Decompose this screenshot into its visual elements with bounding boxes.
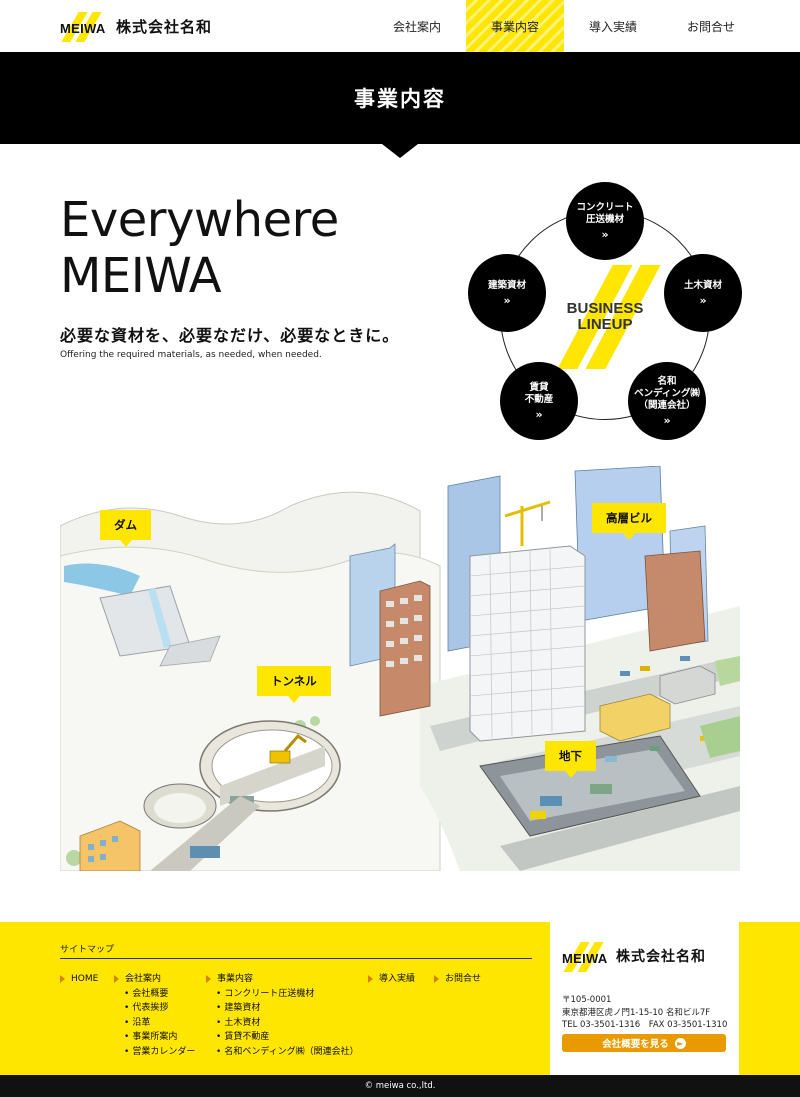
sitemap-results-link[interactable]: 導入実績 bbox=[368, 972, 415, 987]
city-illustration: ダム トンネル 高層ビル 地下 bbox=[60, 466, 740, 871]
lineup-label: 圧送機材 bbox=[585, 213, 624, 225]
sitemap-divider bbox=[60, 958, 532, 959]
lineup-building-materials[interactable]: 建築資材 » bbox=[468, 254, 546, 332]
site-logo[interactable]: MEIWA 株式会社名和 bbox=[60, 12, 213, 42]
sitemap-greeting[interactable]: 代表挨拶 bbox=[114, 1001, 195, 1016]
tag-underground[interactable]: 地下 bbox=[545, 741, 596, 778]
sitemap-vending[interactable]: 名和ベンディング㈱（関連会社） bbox=[206, 1045, 358, 1060]
tel-fax: TEL 03-3501-1316 FAX 03-3501-1310 bbox=[562, 1020, 728, 1030]
sitemap-col-company: 会社案内 会社概要 代表挨拶 沿革 事業所案内 営業カレンダー bbox=[114, 972, 195, 1059]
lineup-concrete-pumping[interactable]: コンクリート 圧送機材 » bbox=[566, 182, 644, 260]
lineup-label: （関連会社） bbox=[638, 399, 696, 411]
sitemap-realestate[interactable]: 賃貸不動産 bbox=[206, 1030, 359, 1045]
lineup-label: 建築資材 bbox=[487, 279, 526, 291]
chevron-right-icon: » bbox=[699, 293, 707, 307]
site-header: MEIWA 株式会社名和 会社案内 事業内容 導入実績 お問合せ bbox=[0, 0, 800, 52]
sitemap-col-results: 導入実績 bbox=[368, 972, 415, 987]
street-address: 東京都港区虎ノ門1-15-10 名和ビル7F bbox=[562, 1007, 711, 1018]
footer-address: 〒105-0001 東京都港区虎ノ門1-15-10 名和ビル7F TEL 03-… bbox=[562, 994, 727, 1032]
lineup-label: コンクリート bbox=[576, 201, 634, 213]
footer-logo[interactable]: MEIWA 株式会社名和 bbox=[562, 942, 706, 972]
site-footer: サイトマップ HOME 会社案内 会社概要 代表挨拶 沿革 事業所案内 営業カレ… bbox=[0, 922, 800, 1075]
chevron-right-icon: » bbox=[503, 293, 511, 307]
city-illustration-art bbox=[60, 466, 740, 871]
business-lineup: BUSINESS LINEUP コンクリート 圧送機材 » 土木資材 » 名和 … bbox=[460, 170, 750, 450]
company-profile-button[interactable]: 会社概要を見る ► bbox=[562, 1034, 726, 1052]
nav-item-contact[interactable]: お問合せ bbox=[686, 19, 735, 34]
tagline-line2: MEIWA bbox=[60, 248, 222, 304]
sitemap-concrete[interactable]: コンクリート圧送機材 bbox=[206, 987, 359, 1002]
sitemap-history[interactable]: 沿革 bbox=[114, 1016, 195, 1031]
title-bar-pointer bbox=[382, 144, 418, 158]
lineup-label: 不動産 bbox=[524, 393, 554, 405]
company-profile-button-label: 会社概要を見る bbox=[602, 1039, 669, 1050]
copyright: © meiwa co.,ltd. bbox=[0, 1075, 800, 1097]
company-name: 株式会社名和 bbox=[116, 17, 213, 36]
tag-dam[interactable]: ダム bbox=[100, 510, 151, 547]
chevron-right-icon: » bbox=[535, 407, 543, 421]
arrow-right-icon: ► bbox=[674, 1037, 686, 1049]
sitemap-company-profile[interactable]: 会社概要 bbox=[114, 987, 195, 1002]
catchphrase-english: Offering the required materials, as need… bbox=[60, 350, 322, 360]
sitemap-calendar[interactable]: 営業カレンダー bbox=[114, 1045, 195, 1060]
lineup-label: 土木資材 bbox=[683, 279, 722, 291]
nav-item-business[interactable]: 事業内容 bbox=[466, 0, 564, 52]
lineup-meiwa-vending[interactable]: 名和 ベンディング㈱ （関連会社） » bbox=[628, 362, 706, 440]
lineup-rental-realestate[interactable]: 賃貸 不動産 » bbox=[500, 362, 578, 440]
chevron-right-icon: » bbox=[601, 227, 609, 241]
sitemap-home-link[interactable]: HOME bbox=[60, 972, 98, 987]
meiwa-logo-icon: MEIWA bbox=[562, 942, 607, 972]
page-title-bar: 事業内容 bbox=[0, 52, 800, 144]
lineup-center-line2: LINEUP bbox=[577, 316, 633, 333]
sitemap-col-home: HOME bbox=[60, 972, 98, 987]
sitemap-business-link[interactable]: 事業内容 bbox=[206, 972, 359, 987]
sitemap-contact-link[interactable]: お問合せ bbox=[434, 972, 481, 987]
sitemap-col-contact: お問合せ bbox=[434, 972, 481, 987]
tagline-line1: Everywhere bbox=[60, 192, 339, 248]
global-nav: 会社案内 事業内容 導入実績 お問合せ bbox=[368, 0, 760, 52]
business-lineup-logo: BUSINESS LINEUP bbox=[555, 265, 661, 369]
chevron-right-icon: » bbox=[663, 413, 671, 427]
lineup-label: ベンディング㈱ bbox=[634, 387, 700, 399]
lineup-label: 賃貸 bbox=[529, 381, 549, 393]
sitemap-title: サイトマップ bbox=[60, 945, 115, 955]
footer-company-box: MEIWA 株式会社名和 〒105-0001 東京都港区虎ノ門1-15-10 名… bbox=[550, 922, 739, 1075]
nav-item-company[interactable]: 会社案内 bbox=[392, 19, 441, 34]
lineup-civil-materials[interactable]: 土木資材 » bbox=[664, 254, 742, 332]
nav-item-results[interactable]: 導入実績 bbox=[588, 19, 637, 34]
sitemap-civil-materials[interactable]: 土木資材 bbox=[206, 1016, 359, 1031]
sitemap-offices[interactable]: 事業所案内 bbox=[114, 1030, 195, 1045]
tag-tunnel[interactable]: トンネル bbox=[257, 666, 331, 703]
footer-company-name: 株式会社名和 bbox=[616, 949, 706, 965]
sitemap-company-link[interactable]: 会社案内 bbox=[114, 972, 195, 987]
meiwa-logo-icon: MEIWA bbox=[60, 12, 105, 42]
lineup-center-line1: BUSINESS bbox=[566, 300, 644, 317]
tagline: Everywhere MEIWA bbox=[60, 192, 339, 304]
page-title: 事業内容 bbox=[354, 87, 446, 111]
sitemap-building-materials[interactable]: 建築資材 bbox=[206, 1001, 359, 1016]
tag-high-rise[interactable]: 高層ビル bbox=[592, 503, 666, 540]
sitemap-col-business: 事業内容 コンクリート圧送機材 建築資材 土木資材 賃貸不動産 名和ベンディング… bbox=[206, 972, 359, 1059]
postal-code: 〒105-0001 bbox=[562, 995, 612, 1005]
catchphrase: 必要な資材を、必要なだけ、必要なときに。 bbox=[60, 326, 400, 345]
lineup-label: 名和 bbox=[657, 375, 677, 387]
